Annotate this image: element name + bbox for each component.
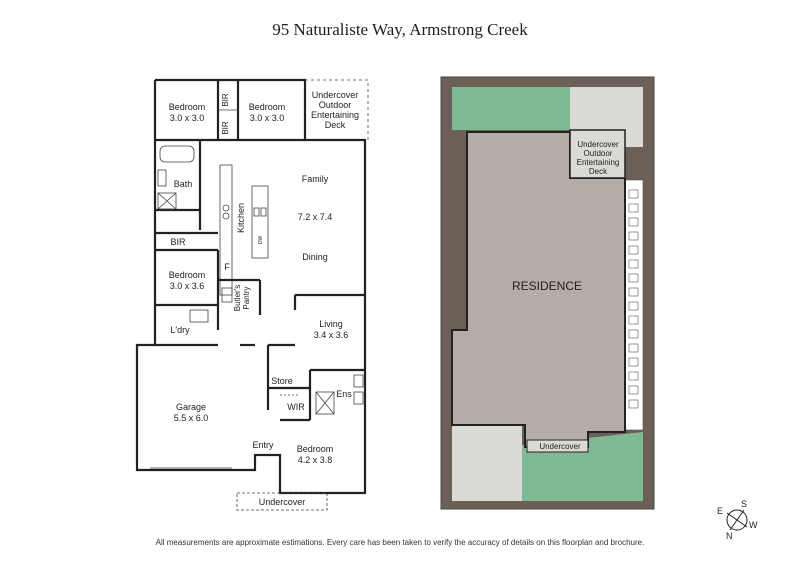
- living-size: 3.4 x 3.6: [314, 330, 349, 340]
- kitchen-label: Kitchen: [236, 203, 246, 233]
- bedroom2-size: 3.0 x 3.0: [250, 113, 285, 123]
- site-deck-line-3: Entertaining: [577, 158, 620, 167]
- laundry-label: L'dry: [170, 325, 190, 335]
- disclaimer-text: All measurements are approximate estimat…: [155, 538, 645, 547]
- family-size: 7.2 x 7.4: [298, 212, 333, 222]
- deck-line-2: Outdoor: [319, 100, 352, 110]
- bedroom3-name: Bedroom: [169, 270, 206, 280]
- bedroom4-size: 4.2 x 3.8: [298, 455, 333, 465]
- undercover-label: Undercover: [259, 497, 306, 507]
- dishwasher-label: DW: [258, 236, 264, 245]
- garage-size: 5.5 x 6.0: [174, 413, 209, 423]
- bedroom1-name: Bedroom: [169, 102, 206, 112]
- bir-label-2: BIR: [221, 121, 230, 135]
- deck-line-4: Deck: [325, 120, 346, 130]
- wir-label: WIR: [287, 402, 305, 412]
- page-title: 95 Naturaliste Way, Armstrong Creek: [272, 20, 528, 39]
- fridge-label: F: [224, 262, 230, 272]
- bedroom4-name: Bedroom: [297, 444, 334, 454]
- site-deck-line-1: Undercover: [577, 140, 619, 149]
- bedroom1-size: 3.0 x 3.0: [170, 113, 205, 123]
- garage-name: Garage: [176, 402, 206, 412]
- compass-south: S: [741, 499, 747, 509]
- compass-north: N: [726, 531, 733, 541]
- store-label: Store: [271, 376, 293, 386]
- living-name: Living: [319, 319, 343, 329]
- site-deck-line-4: Deck: [589, 167, 608, 176]
- site-undercover-label: Undercover: [539, 442, 581, 451]
- bir-label-1: BIR: [221, 93, 230, 107]
- bath-label: Bath: [174, 179, 193, 189]
- bir-label-3: BIR: [170, 237, 186, 247]
- deck-line-1: Undercover: [312, 90, 359, 100]
- dining-label: Dining: [302, 252, 328, 262]
- deck-line-3: Entertaining: [311, 110, 359, 120]
- bedroom3-size: 3.0 x 3.6: [170, 281, 205, 291]
- bedroom2-name: Bedroom: [249, 102, 286, 112]
- compass-west: W: [749, 520, 758, 530]
- entry-label: Entry: [252, 440, 274, 450]
- family-label: Family: [302, 174, 329, 184]
- ens-label: Ens: [336, 389, 352, 399]
- compass-east: E: [717, 506, 723, 516]
- residence-label: RESIDENCE: [512, 279, 582, 293]
- site-deck-line-2: Outdoor: [584, 149, 613, 158]
- pantry-line-2: Pantry: [242, 286, 251, 309]
- pantry-line-1: Butler's: [233, 285, 242, 311]
